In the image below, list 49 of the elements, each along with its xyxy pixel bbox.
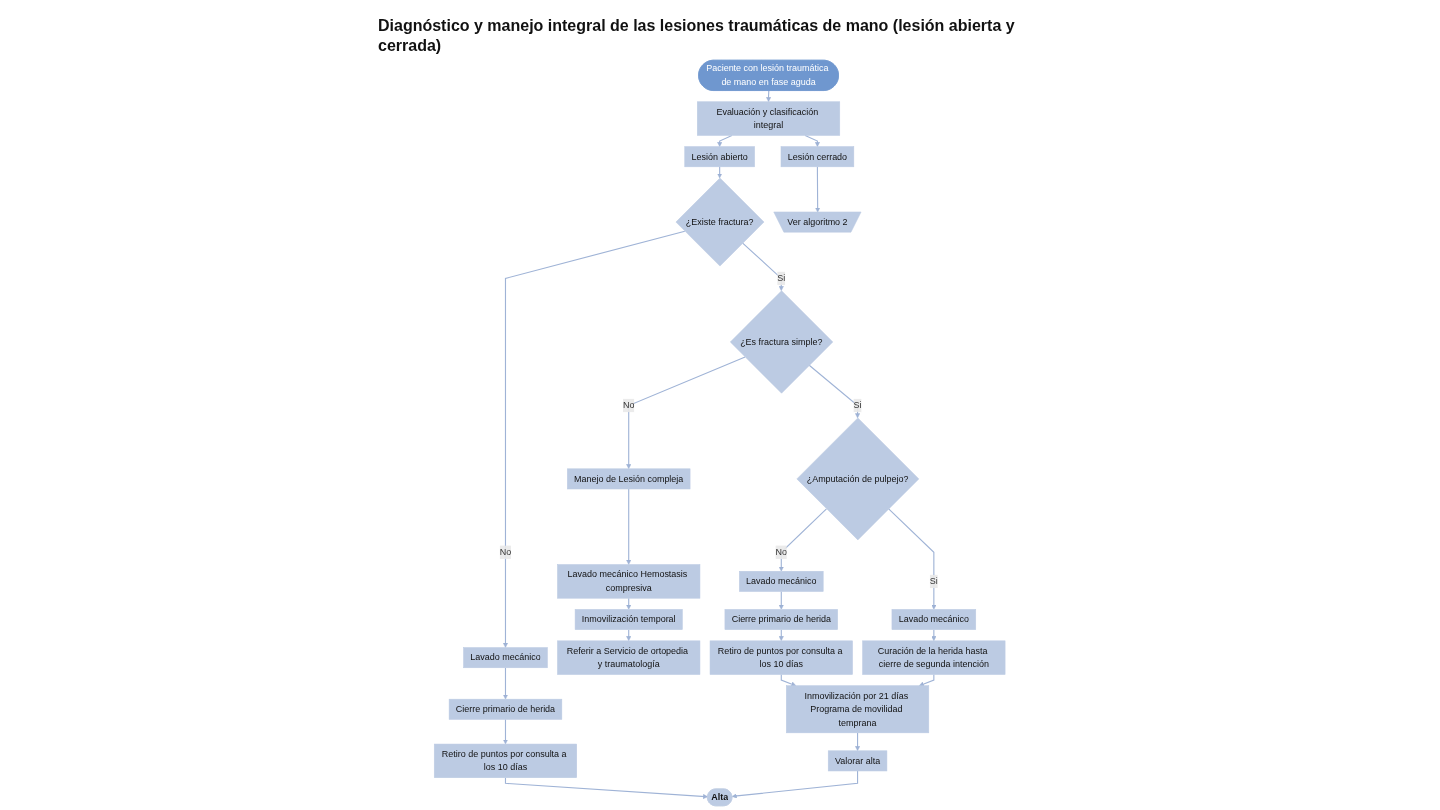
arrow (717, 166, 723, 179)
node-box: Lavado mecánico (739, 571, 824, 592)
node-box: Lavado mecánico Hemostasis compresiva (557, 564, 701, 599)
node-box: Cierre primario de herida (449, 698, 563, 720)
node-box: Curación de la herida hasta cierre de segunda intención (862, 640, 1006, 675)
edge-label: No (775, 547, 788, 557)
node-diamond: ¿Existe fractura? (676, 177, 765, 267)
arrow (815, 166, 821, 213)
node-box: Evaluación y clasificación integral (697, 101, 841, 136)
arrow (626, 356, 746, 470)
node-box: Retiro de puntos por consulta a los 10 días (434, 743, 578, 778)
node-box: Lesión cerrado (781, 146, 855, 168)
arrow (779, 629, 785, 642)
arrow (717, 134, 733, 147)
arrow (505, 777, 709, 799)
node-box: Inmovilización temporal (575, 609, 683, 630)
edge-label: Si (777, 273, 786, 283)
node-box: Retiro de puntos por consulta a los 10 días (710, 640, 854, 675)
edge-label: Si (853, 400, 862, 411)
node-diamond: ¿Amputación de pulpejo? (796, 417, 920, 541)
arrow (626, 629, 632, 642)
arrow (809, 364, 861, 419)
title: Diagnóstico y manejo integral de las lesiones traumáticas de mano (lesión abierta y cerrada) (378, 16, 1016, 56)
node-box: Inmovilización por 21 días Programa de movilidad temprana (786, 685, 930, 734)
arrow (888, 508, 937, 610)
arrow (779, 590, 785, 610)
edge-label: Si (930, 576, 939, 586)
edge-label: No (500, 547, 512, 557)
node-box: Valorar alta (828, 750, 888, 772)
node-diamond: ¿Es fractura simple? (730, 290, 834, 394)
arrow (742, 242, 785, 291)
node-box: Lavado mecánico (463, 647, 548, 669)
arrow (919, 673, 935, 687)
node-box: Referir a Servicio de ortopedia y traumatología (557, 640, 701, 675)
arrow (855, 732, 861, 751)
arrow (931, 629, 937, 642)
node-box: Manejo de Lesión compleja (567, 468, 691, 490)
arrow (766, 90, 772, 102)
arrow (779, 508, 828, 572)
node-box: Cierre primario de herida (724, 609, 839, 630)
arrow (781, 673, 797, 687)
node-box: Lavado mecánico (892, 609, 977, 630)
arrow (503, 667, 509, 700)
arrow (626, 597, 632, 610)
node-box: Lesión abierto (684, 146, 756, 168)
arrow (503, 718, 509, 745)
arrow (626, 488, 632, 565)
arrow (732, 770, 859, 799)
edge-label: No (623, 400, 635, 411)
